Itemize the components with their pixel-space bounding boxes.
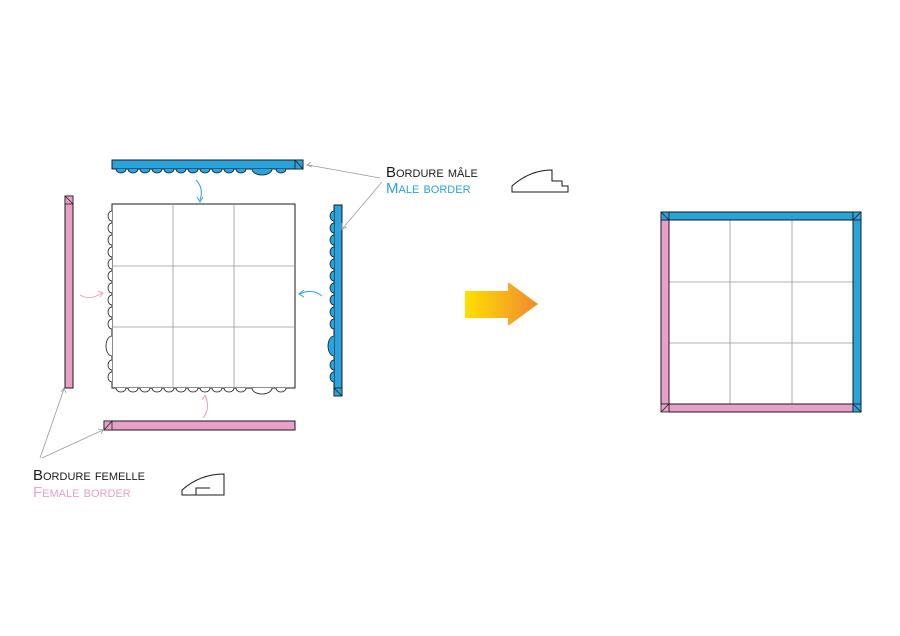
leader-lines bbox=[39, 161, 383, 459]
center-tile bbox=[105, 203, 296, 395]
assembled-female-bottom bbox=[668, 403, 854, 413]
female-border-bottom bbox=[103, 420, 296, 431]
assembled-male-top bbox=[660, 211, 862, 221]
female-label-en: Female border bbox=[33, 484, 131, 501]
assembled-corners bbox=[660, 211, 862, 413]
exploded-assembly: Bordure mâle Male border Bordure femelle… bbox=[33, 159, 569, 501]
tile-bottom-tabs bbox=[115, 387, 287, 395]
arrow-right-in-icon bbox=[299, 290, 323, 297]
assembled-tile bbox=[660, 211, 862, 413]
tile-left-tabs bbox=[105, 210, 113, 383]
male-border-right bbox=[327, 204, 343, 397]
male-label-en: Male border bbox=[386, 180, 471, 197]
arrow-top-in-icon bbox=[195, 179, 202, 201]
male-border-top bbox=[111, 159, 304, 176]
female-profile-icon bbox=[181, 473, 225, 496]
arrow-left-in-icon bbox=[79, 292, 103, 299]
assembled-male-right bbox=[852, 211, 862, 413]
arrow-right-icon bbox=[465, 282, 538, 326]
male-border-label: Bordure mâle Male border bbox=[386, 164, 569, 197]
female-label-fr: Bordure femelle bbox=[33, 467, 145, 484]
assembly-arrows bbox=[79, 179, 323, 419]
female-border-label: Bordure femelle Female border bbox=[33, 467, 225, 501]
assembled-female-left bbox=[660, 219, 670, 405]
male-label-fr: Bordure mâle bbox=[386, 164, 478, 181]
female-border-left bbox=[64, 195, 74, 389]
male-profile-icon bbox=[511, 169, 569, 193]
